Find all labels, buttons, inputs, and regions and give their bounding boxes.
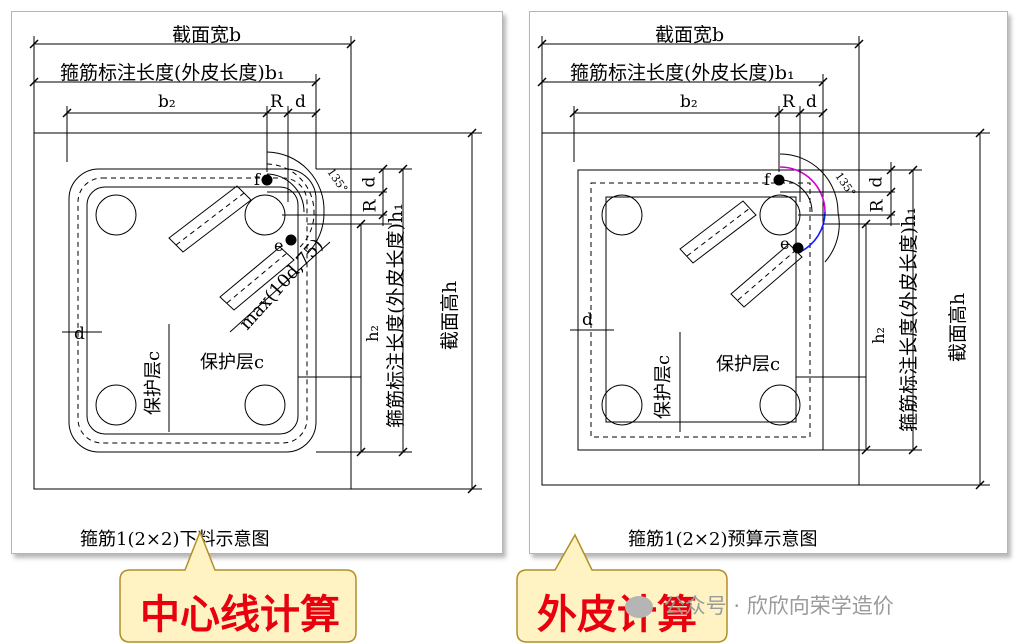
right-label-b1: 箍筋标注长度(外皮长度)b₁ bbox=[570, 62, 795, 84]
hook-tail-2 bbox=[219, 246, 295, 311]
watermark-text: 公众号 · 欣欣向荣学造价 bbox=[625, 590, 894, 620]
right-label-width: 截面宽b bbox=[655, 24, 725, 46]
left-label-height: 截面高h bbox=[439, 280, 462, 351]
left-label-d: d bbox=[295, 92, 306, 112]
left-label-R-vertical: R bbox=[360, 199, 381, 213]
left-label-h2: h₂ bbox=[362, 325, 382, 342]
hook-tail-2 bbox=[730, 243, 803, 308]
left-label-d-vertical: d bbox=[359, 176, 380, 188]
rebar-bottom-right bbox=[759, 384, 801, 426]
hook-tail-1 bbox=[679, 200, 757, 264]
stirrup-outer bbox=[68, 168, 317, 453]
callout-right-text: 外皮计算 bbox=[537, 592, 697, 638]
point-e bbox=[285, 234, 297, 246]
left-label-d-side: d bbox=[74, 324, 85, 344]
left-label-width: 截面宽b bbox=[172, 24, 242, 46]
arc-magenta bbox=[779, 166, 826, 213]
rebar-top-left bbox=[601, 194, 643, 236]
right-caption: 箍筋1(2×2)预算示意图 bbox=[628, 529, 818, 550]
left-label-f: f bbox=[254, 170, 260, 189]
left-label-R: R bbox=[270, 92, 283, 112]
right-label-height: 截面高h bbox=[947, 292, 970, 363]
left-caption: 箍筋1(2×2)下料示意图 bbox=[80, 529, 270, 550]
right-label-R-vertical: R bbox=[867, 199, 888, 213]
left-label-b2: b₂ bbox=[158, 92, 176, 112]
stirrup-inner bbox=[605, 196, 797, 423]
right-label-d-side: d bbox=[582, 310, 593, 330]
right-label-d-vertical: d bbox=[866, 176, 887, 188]
right-label-h2: h₂ bbox=[868, 327, 888, 344]
right-label-cover-horizontal: 保护层c bbox=[716, 354, 781, 375]
stirrup-centerline bbox=[77, 177, 308, 444]
left-label-cover-vertical: 保护层c bbox=[143, 350, 165, 416]
right-label-b2: b₂ bbox=[680, 92, 698, 112]
right-label-cover-vertical: 保护层c bbox=[653, 354, 675, 420]
point-f bbox=[773, 174, 785, 186]
section-outline bbox=[33, 132, 352, 490]
left-diagram-panel: 截面宽b 箍筋标注长度(外皮长度)b₁ b₂ R d f e 135° d R … bbox=[11, 11, 503, 554]
right-label-e: e bbox=[780, 234, 790, 253]
left-label-e: e bbox=[274, 236, 284, 255]
left-label-cover-horizontal: 保护层c bbox=[200, 352, 265, 373]
right-diagram-panel: 截面宽b 箍筋标注长度(外皮长度)b₁ b₂ R d f e 135° d R … bbox=[529, 11, 1008, 554]
rebar-top-right bbox=[244, 194, 286, 236]
rebar-bottom-left bbox=[601, 384, 643, 426]
wechat-icon bbox=[625, 596, 653, 618]
right-label-f: f bbox=[764, 170, 770, 189]
arc-blue bbox=[799, 211, 826, 253]
stirrup-dashed bbox=[590, 182, 811, 438]
point-f bbox=[261, 174, 273, 186]
callout-left-text: 中心线计算 bbox=[140, 592, 340, 638]
watermark-label: 公众号 · 欣欣向荣学造价 bbox=[663, 594, 894, 618]
hook-bend bbox=[779, 153, 840, 263]
left-label-h1: 箍筋标注长度(外皮长度)h₁ bbox=[384, 203, 407, 428]
stirrup-inner bbox=[86, 186, 299, 435]
section-outline bbox=[541, 132, 860, 486]
right-stirrup-drawing bbox=[537, 36, 990, 490]
left-stirrup-drawing bbox=[29, 36, 482, 494]
rebar-bottom-right bbox=[244, 384, 286, 426]
right-label-h1: 箍筋标注长度(外皮长度)h₁ bbox=[897, 207, 920, 432]
right-label-R: R bbox=[782, 92, 795, 112]
stirrup-outer bbox=[577, 169, 824, 451]
point-e bbox=[792, 242, 804, 254]
left-label-b1: 箍筋标注长度(外皮长度)b₁ bbox=[60, 62, 285, 84]
right-label-d: d bbox=[806, 92, 817, 112]
rebar-top-left bbox=[95, 194, 137, 236]
hook-tail-1 bbox=[168, 185, 252, 253]
rebar-top-right bbox=[759, 194, 801, 236]
rebar-bottom-left bbox=[95, 384, 137, 426]
